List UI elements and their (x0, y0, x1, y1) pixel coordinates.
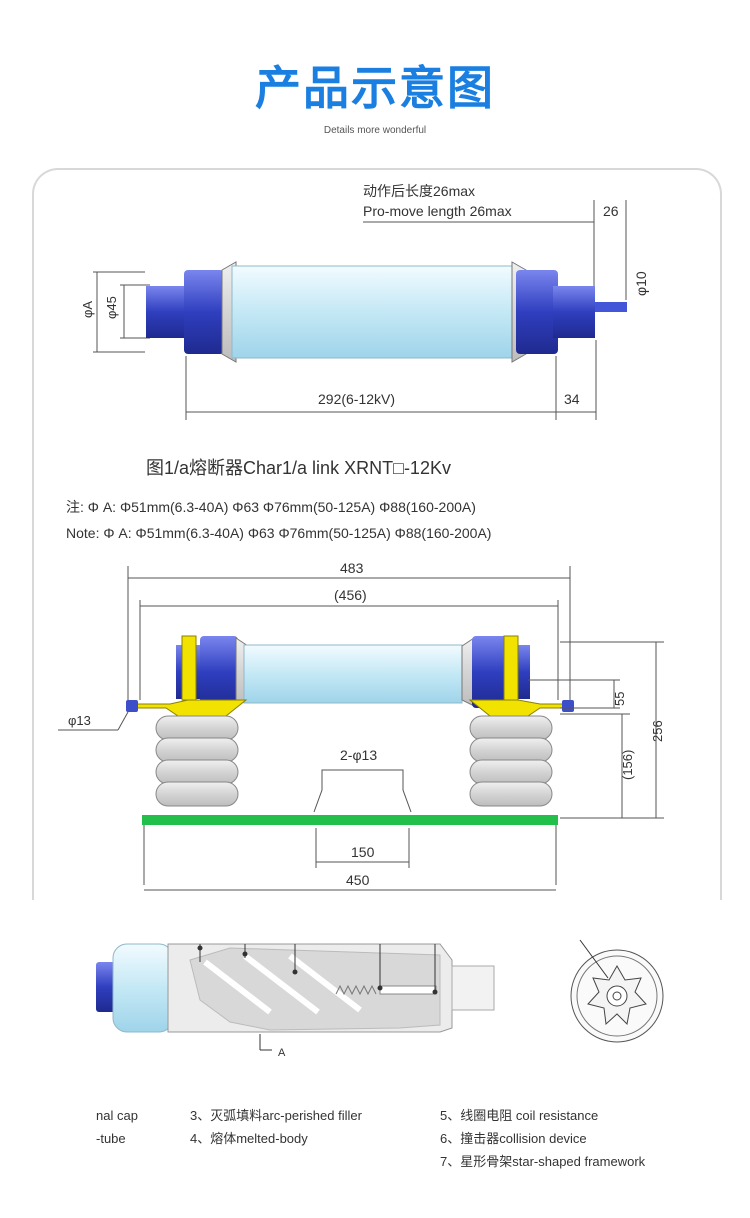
left-end-terminal (146, 286, 188, 338)
dim-150: 150 (351, 844, 375, 860)
right-insulator (469, 715, 553, 807)
cross-section (570, 939, 664, 1043)
left-end-cap (184, 270, 224, 354)
fig1-caption: 图1/a熔断器Char1/a link XRNT□-12Kv (146, 458, 451, 478)
left-bracket (129, 635, 248, 717)
dim-phi45: φ45 (104, 296, 119, 319)
legend-item-5: 5、线圈电阻 coil resistance (440, 1108, 598, 1123)
dim-156: (156) (620, 750, 635, 780)
legend-item-1: nal cap (96, 1108, 138, 1123)
dim-phi13: φ13 (68, 713, 91, 728)
right-end-terminal (553, 286, 595, 338)
fuse-cutaway: A (96, 943, 495, 1059)
fuse-figure-2: 483 (456) 55 φ13 (58, 560, 665, 891)
dim-55: 55 (612, 692, 627, 706)
note-cn: 动作后长度26max (363, 183, 475, 199)
dim-256: 256 (650, 720, 665, 742)
right-end-cap (516, 270, 558, 354)
striker-pin (595, 302, 627, 312)
dim-phi10: φ10 (633, 271, 649, 296)
legend-item-7: 7、星形骨架star-shaped framework (440, 1154, 646, 1169)
dim-450: 450 (346, 872, 370, 888)
section-label: A (278, 1047, 286, 1059)
page-title: 产品示意图 (255, 61, 495, 115)
fuse-tube-2 (243, 644, 463, 704)
dim-26: 26 (603, 203, 619, 219)
parts-legend: nal cap -tube 3、灭弧填料arc-perished filler … (96, 1108, 646, 1169)
diagram-card (32, 168, 722, 900)
dim-483: 483 (340, 560, 364, 576)
legend-item-4: 4、熔体melted-body (190, 1131, 308, 1146)
left-insulator (155, 715, 239, 807)
dim-2phi13: 2-φ13 (340, 747, 377, 763)
legend-item-2: -tube (96, 1131, 126, 1146)
dim-34: 34 (564, 391, 580, 407)
note-line-en: Note: Φ A: Φ51mm(6.3-40A) Φ63 Φ76mm(50-1… (66, 525, 491, 541)
dim-456: (456) (334, 587, 367, 603)
legend-item-6: 6、撞击器collision device (440, 1131, 587, 1146)
note-en: Pro-move length 26max (363, 203, 512, 219)
fuse-tube (231, 265, 513, 359)
note-line-cn: 注: Φ A: Φ51mm(6.3-40A) Φ63 Φ76mm(50-125A… (66, 499, 476, 515)
fuse-figure-1: 动作后长度26max Pro-move length 26max 26 φ10 … (66, 183, 649, 541)
legend-item-3: 3、灭弧填料arc-perished filler (190, 1108, 363, 1123)
dim-292: 292(6-12kV) (318, 391, 395, 407)
dim-phiA: φA (80, 301, 95, 318)
page-subtitle: Details more wonderful (323, 125, 427, 136)
mounting-base (142, 815, 558, 825)
